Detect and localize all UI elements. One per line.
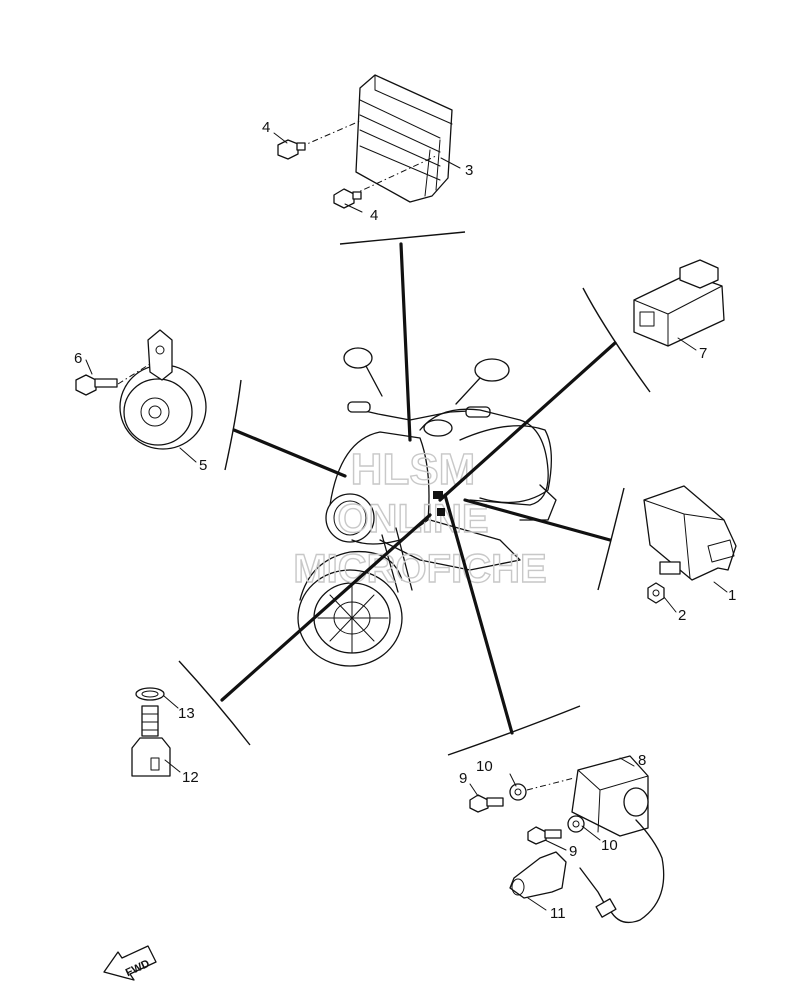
group-brackets — [178, 231, 651, 756]
bolt-rectifier-lower — [333, 188, 362, 209]
callout-2: 2 — [678, 607, 686, 624]
watermark-line3: MICROFICHE — [293, 547, 546, 591]
callout-13: 13 — [178, 705, 195, 722]
callout-4-upper: 4 — [262, 119, 270, 136]
callout-8: 8 — [638, 752, 646, 769]
bolt-horn — [75, 374, 118, 396]
washer-coil-upper — [509, 783, 527, 801]
callout-10-lower: 10 — [601, 837, 618, 854]
nut-cdi — [647, 582, 665, 604]
fwd-arrow-icon: FWD — [103, 945, 157, 981]
callout-1: 1 — [728, 587, 736, 604]
leader-cdi — [463, 498, 612, 542]
callout-9-upper: 9 — [459, 770, 467, 787]
leader-rectifier — [399, 242, 412, 442]
watermark-line2: ONLINE — [337, 497, 488, 541]
callout-10-upper: 10 — [476, 758, 493, 775]
leader-connector — [438, 341, 617, 502]
leader-ignition-coil — [443, 493, 514, 735]
watermark: HLSM ONLINE MICROFICHE — [293, 444, 548, 591]
plug-cap — [509, 851, 567, 899]
rectifier-regulator — [355, 74, 453, 203]
neutral-switch — [131, 705, 171, 777]
callout-5: 5 — [199, 457, 207, 474]
callout-12: 12 — [182, 769, 199, 786]
callout-11: 11 — [550, 905, 566, 922]
callout-6: 6 — [74, 350, 82, 367]
callout-4-lower: 4 — [370, 207, 378, 224]
bolt-coil-lower — [527, 826, 562, 845]
washer-coil-lower — [567, 815, 585, 833]
callout-leaders — [85, 132, 728, 911]
motorcycle-outline — [297, 347, 557, 667]
ignition-coil — [571, 755, 665, 924]
leader-lines — [220, 242, 617, 735]
leader-neutral-switch — [220, 513, 432, 702]
cdi-unit — [643, 485, 737, 581]
callout-3: 3 — [465, 162, 473, 179]
horn — [119, 329, 207, 450]
callout-numbers: 1 2 3 4 4 5 6 7 8 9 9 10 10 11 12 13 — [74, 119, 736, 922]
callout-7: 7 — [699, 345, 707, 362]
leader-horn — [232, 428, 347, 478]
bolt-rectifier-upper — [277, 139, 306, 160]
relay-connector — [633, 259, 725, 347]
gasket-switch — [135, 687, 165, 701]
bolt-coil-upper — [469, 794, 504, 813]
callout-9-lower: 9 — [569, 843, 577, 860]
